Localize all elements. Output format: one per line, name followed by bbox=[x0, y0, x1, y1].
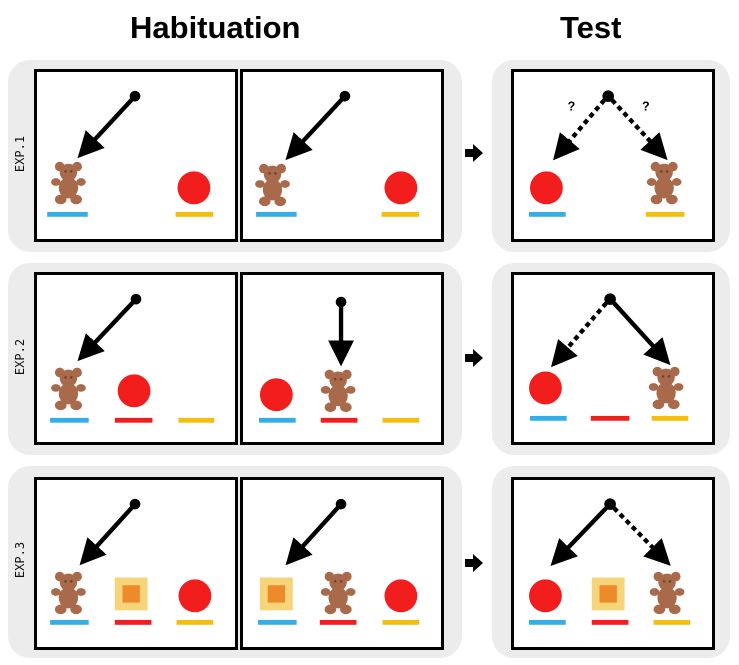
blue-mat bbox=[529, 619, 566, 625]
red-ball-icon bbox=[529, 579, 562, 613]
next-arrow-icon bbox=[465, 144, 483, 162]
red-mat bbox=[319, 619, 357, 625]
yellow-mat bbox=[381, 211, 420, 217]
teddy-bear-icon bbox=[320, 571, 356, 615]
red-mat bbox=[114, 417, 153, 423]
next-arrow-icon bbox=[465, 349, 483, 367]
dotted-arrow-left bbox=[553, 98, 606, 161]
red-ball-icon bbox=[117, 374, 151, 408]
yellow-mat bbox=[645, 211, 685, 217]
yellow-mat bbox=[178, 417, 215, 423]
teddy-bear-icon bbox=[255, 163, 290, 207]
yellow-mat bbox=[176, 619, 214, 625]
blue-mat bbox=[50, 619, 89, 625]
toy-box-icon bbox=[591, 577, 625, 611]
blue-mat bbox=[529, 211, 566, 217]
yellow-mat bbox=[653, 619, 691, 625]
red-ball-icon bbox=[259, 378, 293, 412]
solid-arrow-left bbox=[550, 506, 608, 566]
red-ball-icon bbox=[177, 171, 211, 205]
exp2-habituation-panel-1 bbox=[34, 272, 238, 445]
red-ball-icon bbox=[529, 371, 562, 405]
exp1-label: EXP.1 bbox=[13, 135, 27, 173]
dotted-arrow-left bbox=[551, 301, 608, 368]
hand-pointer-icon bbox=[77, 297, 138, 362]
test-heading: Test bbox=[560, 10, 622, 45]
hand-pointer-icon bbox=[77, 94, 137, 159]
red-mat bbox=[591, 619, 629, 625]
teddy-bear-icon bbox=[648, 366, 684, 410]
blue-mat bbox=[256, 211, 297, 217]
toy-box-icon bbox=[114, 577, 148, 611]
habituation-heading: Habituation bbox=[130, 10, 301, 45]
red-ball-icon bbox=[384, 579, 418, 613]
teddy-bear-icon bbox=[649, 571, 685, 615]
yellow-mat bbox=[651, 415, 689, 421]
hand-pointer-icon bbox=[285, 94, 347, 161]
teddy-bear-icon bbox=[51, 367, 86, 411]
exp3-label: EXP.3 bbox=[13, 541, 27, 579]
dotted-arrow-right bbox=[612, 506, 671, 566]
exp2-test-panel bbox=[511, 272, 715, 445]
blue-mat bbox=[47, 211, 88, 217]
yellow-mat bbox=[382, 417, 420, 423]
exp2-habituation-panel-2 bbox=[240, 272, 444, 445]
red-ball-icon bbox=[178, 579, 212, 613]
exp3-habituation-panel-1 bbox=[34, 477, 238, 650]
exp3-habituation-panel-2 bbox=[240, 477, 444, 650]
red-mat bbox=[114, 619, 152, 625]
next-arrow-icon bbox=[465, 554, 483, 572]
solid-arrow-right bbox=[612, 301, 671, 366]
hand-pointer-icon bbox=[79, 502, 137, 566]
blue-mat bbox=[258, 417, 296, 423]
exp1-habituation-panel-1 bbox=[34, 69, 238, 242]
toy-box-icon bbox=[259, 577, 293, 611]
red-mat bbox=[590, 415, 630, 421]
blue-mat bbox=[258, 619, 297, 625]
red-ball-icon bbox=[384, 171, 418, 205]
red-mat bbox=[320, 417, 358, 423]
yellow-mat bbox=[382, 619, 420, 625]
yellow-mat bbox=[175, 211, 214, 217]
blue-mat bbox=[50, 417, 89, 423]
teddy-bear-icon bbox=[646, 161, 682, 205]
hand-pointer-icon bbox=[285, 502, 343, 566]
question-mark-right: ? bbox=[642, 100, 650, 114]
teddy-bear-icon bbox=[51, 161, 86, 205]
exp1-test-panel: ? ? bbox=[511, 69, 715, 242]
blue-mat bbox=[529, 415, 567, 421]
exp3-test-panel bbox=[511, 477, 715, 650]
dotted-arrow-right bbox=[610, 98, 668, 161]
question-mark-left: ? bbox=[568, 100, 576, 114]
teddy-bear-icon bbox=[320, 369, 356, 413]
exp2-label: EXP.2 bbox=[13, 338, 27, 376]
red-ball-icon bbox=[529, 171, 563, 205]
teddy-bear-icon bbox=[51, 571, 86, 615]
exp1-habituation-panel-2 bbox=[240, 69, 444, 242]
